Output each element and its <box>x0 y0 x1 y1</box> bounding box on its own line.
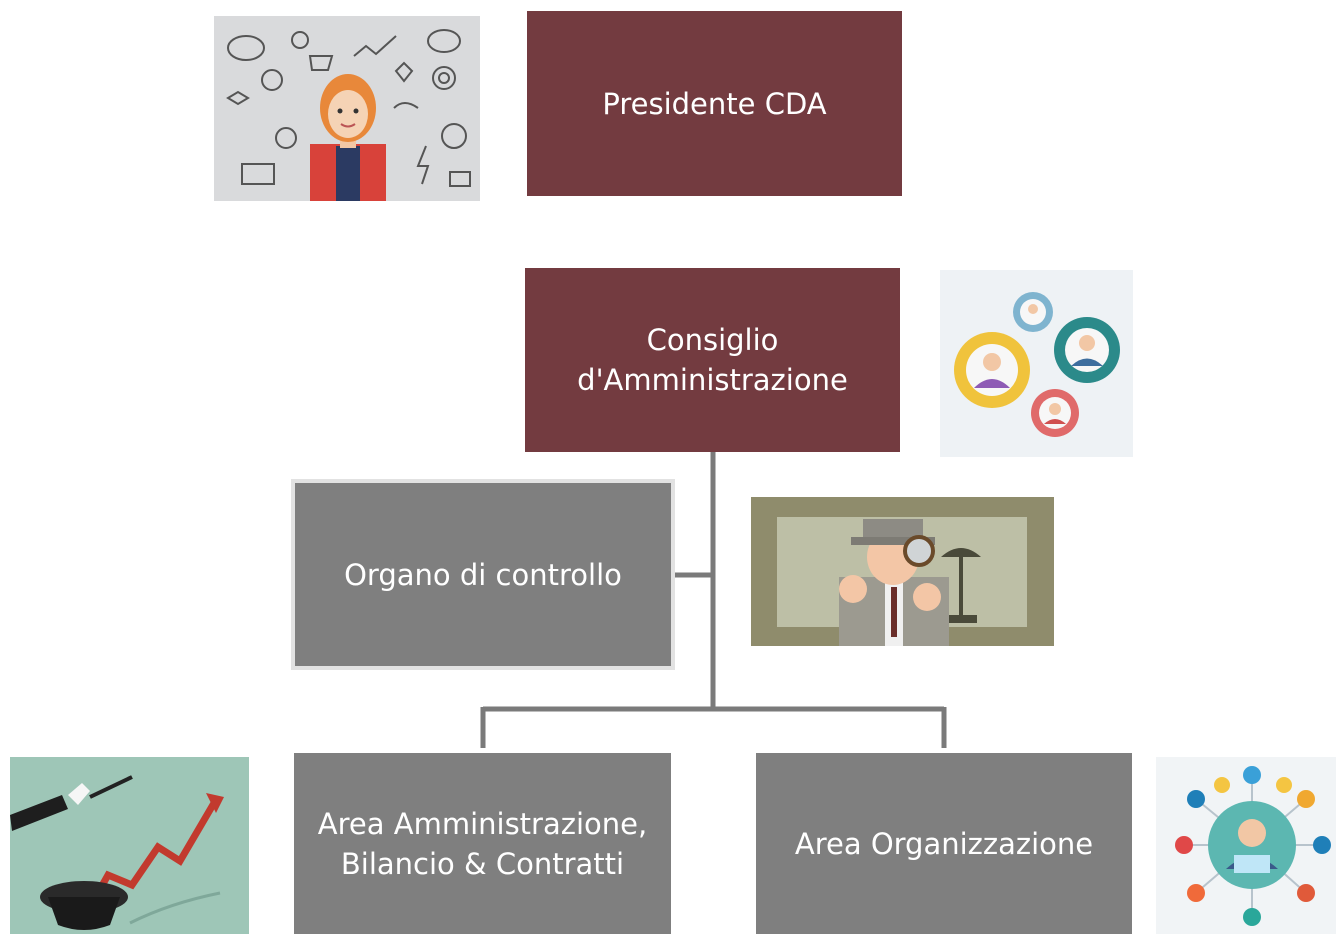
board-node: Consiglio d'Amministrazione <box>525 268 900 452</box>
admin-area-label-line2: Bilancio & Contratti <box>340 846 625 881</box>
control-body-node: Organo di controllo <box>291 479 675 670</box>
president-node: Presidente CDA <box>527 11 902 196</box>
president-label: Presidente CDA <box>602 86 827 121</box>
org-area-label: Area Organizzazione <box>794 826 1094 861</box>
org-area-node: Area Organizzazione <box>756 753 1132 934</box>
businessman-network-icons-illustration <box>1156 757 1336 934</box>
people-in-gears-illustration <box>940 270 1133 457</box>
magic-hat-growth-chart-illustration <box>10 757 249 934</box>
detective-with-magnifier-illustration <box>751 497 1054 646</box>
woman-with-doodle-icons-illustration <box>214 16 480 201</box>
admin-area-node: Area Amministrazione, Bilancio & Contrat… <box>294 753 671 934</box>
control-label: Organo di controllo <box>344 557 622 592</box>
board-label-line1: Consiglio <box>646 323 779 357</box>
board-label-line2: d'Amministrazione <box>577 363 848 397</box>
admin-area-label-line1: Area Amministrazione, <box>317 806 648 841</box>
